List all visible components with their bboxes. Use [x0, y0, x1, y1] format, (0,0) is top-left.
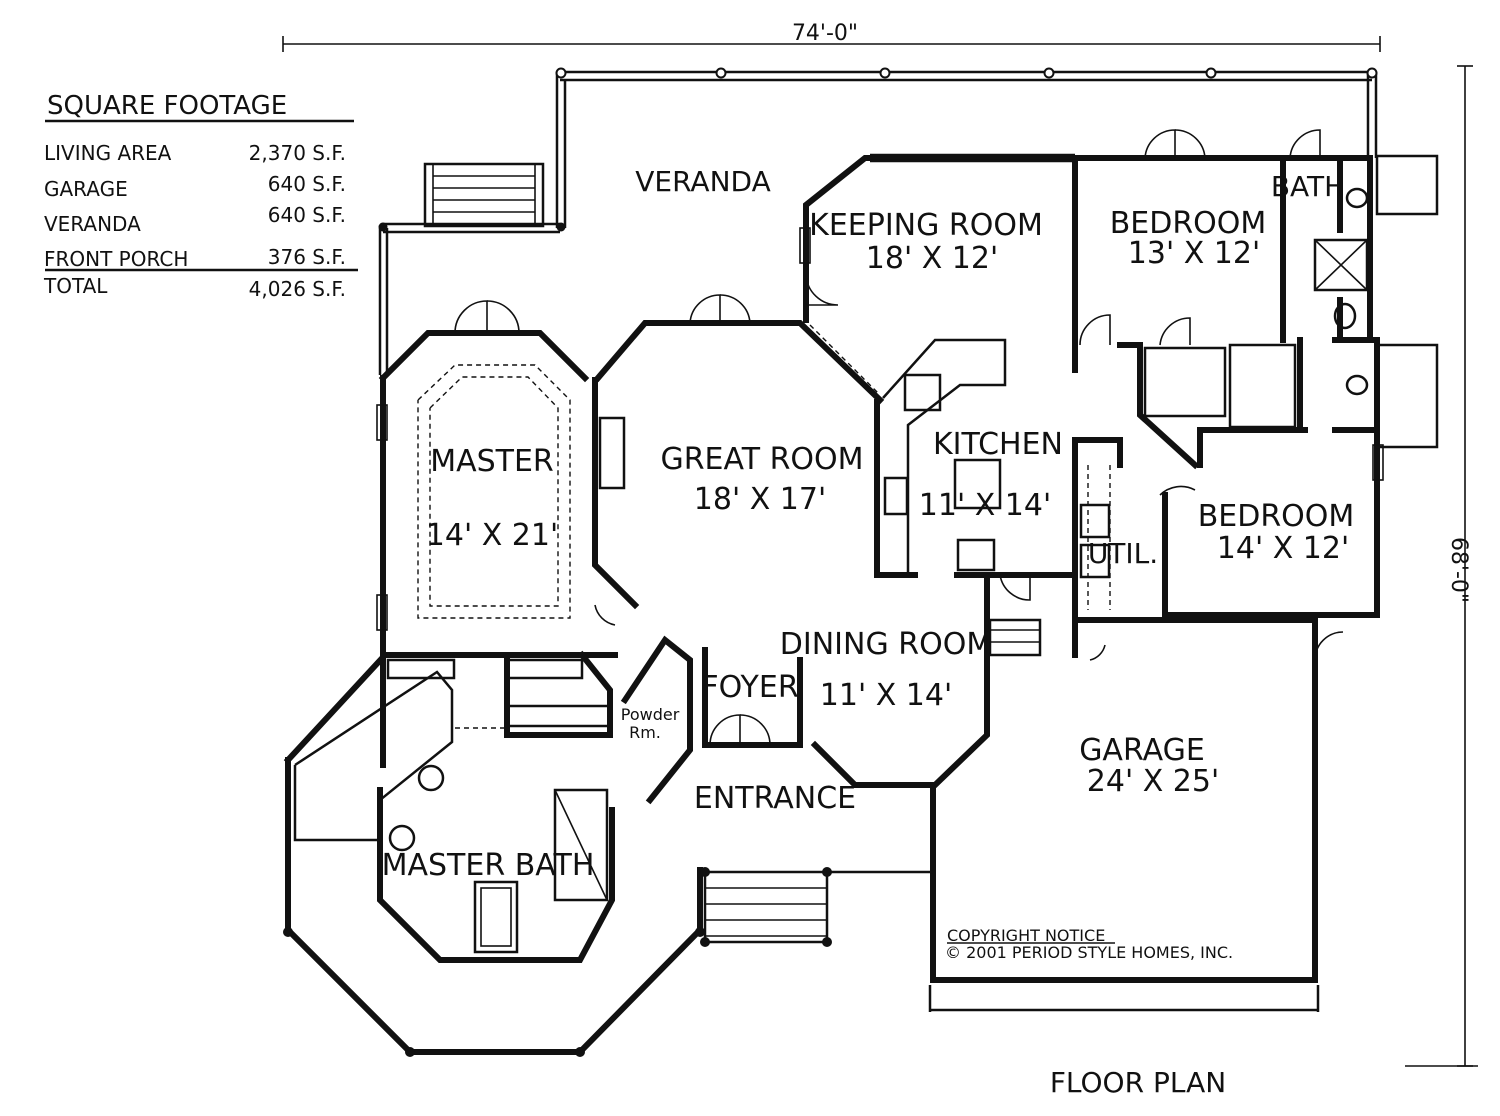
room-size-master: 14' X 21' — [426, 518, 558, 553]
copyright-title: COPYRIGHT NOTICE — [947, 926, 1105, 945]
room-size-kitchen: 11' X 14' — [919, 488, 1051, 523]
room-name-foyer: FOYER — [701, 670, 798, 705]
room-name-util: UTIL. — [1088, 537, 1158, 570]
interior-walls — [293, 154, 1439, 954]
windows — [376, 153, 1384, 631]
room-size-dining-room: 11' X 14' — [820, 678, 952, 713]
copyright-notice: COPYRIGHT NOTICE © 2001 PERIOD STYLE HOM… — [945, 926, 1233, 962]
room-size-garage: 24' X 25' — [1087, 764, 1219, 799]
sf-row-value: 640 S.F. — [268, 203, 346, 227]
room-name-entrance: ENTRANCE — [694, 781, 856, 816]
front-steps — [283, 618, 1320, 1057]
square-footage-table: SQUARE FOOTAGE LIVING AREA 2,370 S.F. GA… — [43, 91, 346, 301]
room-size-bedroom: 13' X 12' — [1128, 236, 1260, 271]
depth-dimension-label: 68'-0" — [1446, 537, 1471, 603]
room-name-master-bath: MASTER BATH — [382, 848, 595, 883]
room-name-powder-room-suffix: Rm. — [629, 723, 661, 742]
square-footage-title: SQUARE FOOTAGE — [47, 91, 287, 121]
room-name-great-room: GREAT ROOM — [660, 442, 863, 477]
sf-row-label: GARAGE — [44, 177, 128, 201]
exterior-walls — [283, 155, 1380, 1055]
sf-row-value: 640 S.F. — [268, 172, 346, 196]
room-labels: VERANDA KEEPING ROOM 18' X 12' BEDROOM 1… — [382, 165, 1355, 883]
room-name-keeping-room: KEEPING ROOM — [809, 208, 1043, 243]
room-name-garage: GARAGE — [1079, 733, 1205, 768]
room-name-bath: BATH — [1271, 170, 1345, 203]
room-name-powder-room: Powder — [621, 705, 680, 724]
room-name-veranda: VERANDA — [635, 165, 771, 198]
sf-row-value: 2,370 S.F. — [249, 141, 346, 165]
floor-plan-caption: FLOOR PLAN — [1050, 1066, 1226, 1099]
sf-row-label: LIVING AREA — [44, 141, 172, 165]
sf-row-label: FRONT PORCH — [44, 247, 188, 271]
room-name-kitchen: KITCHEN — [933, 427, 1063, 462]
veranda-railing — [378, 67, 1378, 375]
width-dimension-label: 74'-0" — [792, 21, 858, 46]
sf-row-label: VERANDA — [44, 212, 141, 236]
room-size-bedroom: 14' X 12' — [1217, 531, 1349, 566]
dashed-lines — [417, 324, 1111, 729]
room-size-keeping-room: 18' X 12' — [866, 241, 998, 276]
room-name-bedroom: BEDROOM — [1198, 499, 1355, 534]
square-footage-table-rules — [45, 119, 358, 272]
room-name-master: MASTER — [430, 444, 554, 479]
sf-row-label: TOTAL — [43, 274, 108, 298]
dimension-labels: 74'-0" 68'-0" — [792, 21, 1471, 603]
sf-row-value: 4,026 S.F. — [249, 277, 346, 301]
copyright-line: © 2001 PERIOD STYLE HOMES, INC. — [945, 943, 1233, 962]
room-size-great-room: 18' X 17' — [694, 482, 826, 517]
room-name-bedroom: BEDROOM — [1110, 206, 1267, 241]
dimension-lines — [282, 36, 1478, 1067]
room-name-dining-room: DINING ROOM — [780, 627, 992, 662]
doors — [454, 129, 1344, 746]
sf-row-value: 376 S.F. — [268, 245, 346, 269]
